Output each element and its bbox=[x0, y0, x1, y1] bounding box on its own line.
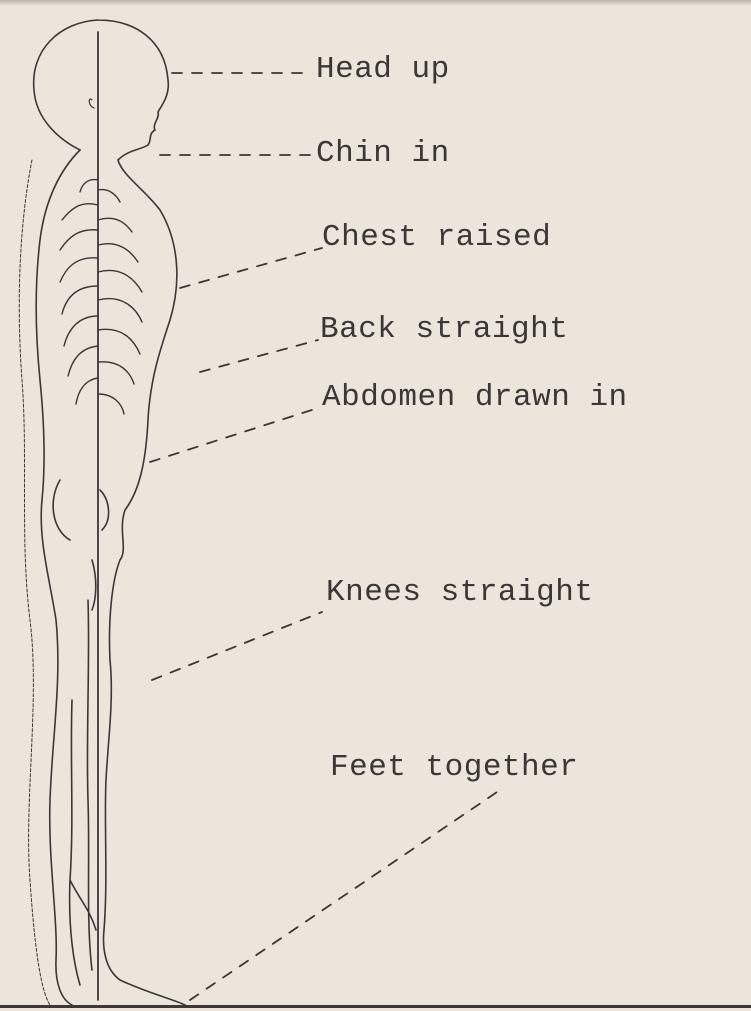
figure-ribs bbox=[60, 180, 142, 414]
figure-front-outline bbox=[104, 160, 185, 1005]
label-knees-straight: Knees straight bbox=[326, 575, 593, 610]
leader-chest bbox=[180, 248, 322, 288]
leader-back bbox=[200, 340, 318, 372]
label-head-up: Head up bbox=[316, 52, 450, 87]
label-abdomen-drawn-in: Abdomen drawn in bbox=[322, 380, 628, 415]
figure-ear-detail bbox=[89, 99, 94, 108]
leader-lines bbox=[150, 73, 500, 1000]
figure-pelvis-detail bbox=[53, 480, 108, 610]
figure-outer-outline bbox=[19, 160, 50, 1005]
figure-leg-lines bbox=[70, 600, 96, 985]
label-chest-raised: Chest raised bbox=[322, 220, 551, 255]
label-back-straight: Back straight bbox=[320, 312, 568, 347]
leader-knees bbox=[152, 612, 322, 680]
label-chin-in: Chin in bbox=[316, 136, 450, 171]
label-feet-together: Feet together bbox=[330, 750, 578, 785]
leader-abdomen bbox=[150, 408, 318, 462]
bottom-rule bbox=[0, 1005, 751, 1008]
leader-feet bbox=[190, 790, 500, 1000]
figure-head-outline bbox=[34, 20, 169, 160]
figure-back-outline bbox=[36, 150, 80, 1005]
